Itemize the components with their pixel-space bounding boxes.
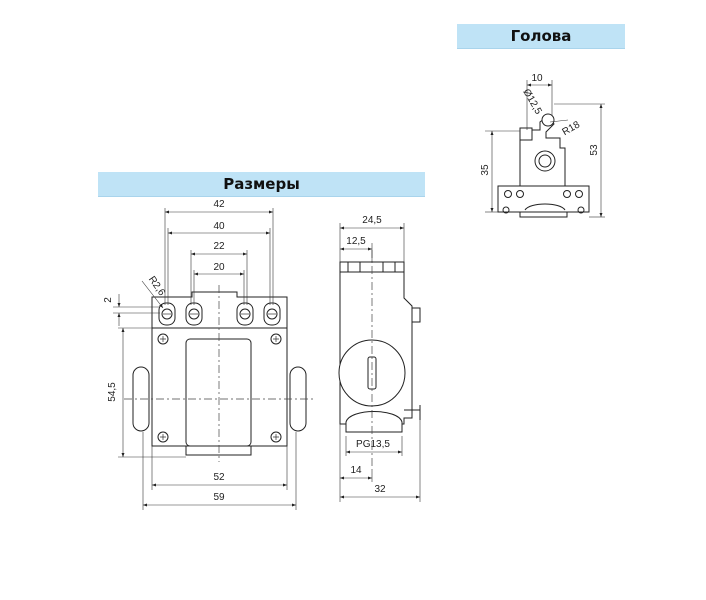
front-view: 42 40 22 20 R2,6 2 54,5 52 59: [103, 199, 316, 510]
roller-lever: [519, 127, 533, 141]
head-section-banner: Голова: [457, 24, 625, 49]
dim-2-label: 2: [103, 297, 114, 303]
dim-pg135-label: PG13,5: [356, 439, 390, 450]
dim-245-label: 24,5: [362, 215, 382, 226]
head-view: 10 Ø12,5 R18 35 53: [480, 73, 605, 218]
dim-40-label: 40: [213, 221, 225, 232]
front-cover-plate: [185, 338, 252, 447]
dim-53-label: 53: [589, 144, 600, 156]
dim-10-label: 10: [531, 73, 543, 84]
side-view: 24,5 12,5 PG13,5 14 32: [338, 215, 421, 502]
roller-wheel: [541, 113, 555, 127]
dimensions-section-banner: Размеры: [98, 172, 425, 197]
dim-545-label: 54,5: [107, 382, 118, 402]
dim-d125-label: Ø12,5: [520, 87, 543, 116]
dim-59-label: 59: [213, 492, 225, 503]
dim-52-label: 52: [213, 472, 225, 483]
dim-r18-label: R18: [561, 119, 583, 138]
dim-32-label: 32: [374, 484, 386, 495]
dim-125-label: 12,5: [346, 236, 366, 247]
dim-20-label: 20: [213, 262, 225, 273]
dim-r26-label: R2,6: [146, 274, 167, 298]
dim-14-label: 14: [350, 465, 362, 476]
dim-35-label: 35: [480, 164, 491, 176]
dim-42-label: 42: [213, 199, 225, 210]
dim-22-label: 22: [213, 241, 225, 252]
